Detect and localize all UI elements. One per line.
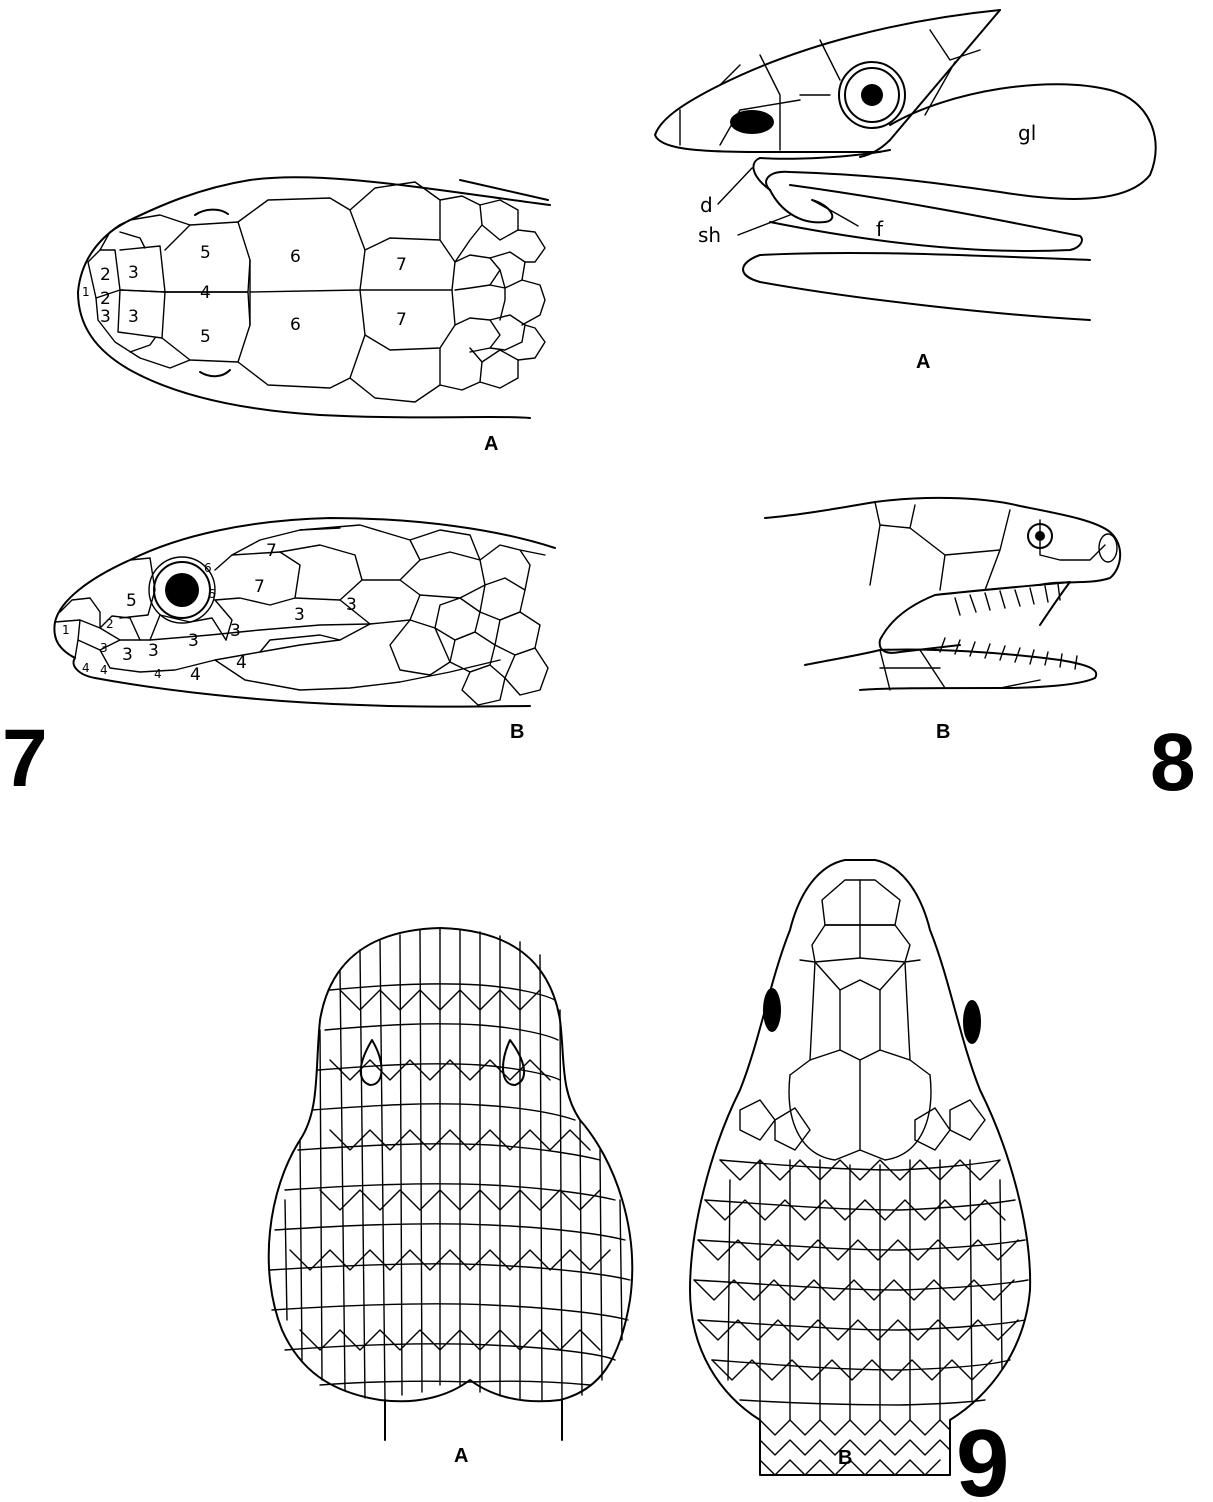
fig7b-num-3e: 3 bbox=[230, 621, 241, 641]
fig7a-num-6a: 6 bbox=[290, 247, 301, 267]
fig8a-label: A bbox=[916, 351, 930, 373]
fig7a-label: A bbox=[484, 433, 498, 455]
fig8a-label-gl: gl bbox=[1018, 121, 1036, 145]
fig7a-num-2b: 2 bbox=[100, 289, 111, 309]
fig7b-num-3c: 3 bbox=[148, 641, 159, 661]
fig7b-num-4e: 4 bbox=[236, 653, 247, 673]
fig7b-num-7a: 7 bbox=[266, 541, 277, 561]
fig7b-num-7b: 7 bbox=[254, 577, 265, 597]
fig7a-num-5a: 5 bbox=[200, 243, 211, 263]
fig7b-num-3b: 3 bbox=[122, 645, 133, 665]
fig8a-label-f: f bbox=[876, 217, 884, 241]
fig7a-num-4: 4 bbox=[200, 283, 211, 303]
fig9a-head-small-scales bbox=[269, 928, 633, 1440]
fig8a-venom-apparatus bbox=[655, 10, 1156, 320]
fig8a-annotations: gl d sh f bbox=[698, 121, 1036, 247]
fig7a-num-7b: 7 bbox=[396, 310, 407, 330]
fig7b-num-1: 1 bbox=[62, 623, 70, 637]
fig7a-num-3c: 3 bbox=[100, 307, 111, 327]
fig7a-num-1: 1 bbox=[82, 285, 90, 299]
fig7b-num-6a: 6 bbox=[204, 561, 212, 575]
fig7b-num-3g: 3 bbox=[346, 595, 357, 615]
fig7-number: 7 bbox=[2, 713, 48, 804]
fig7b-num-4d: 4 bbox=[190, 665, 201, 685]
fig7b-num-4b: 4 bbox=[100, 663, 108, 677]
fig8b-head-teeth bbox=[765, 498, 1120, 690]
fig7a-dorsal-head bbox=[78, 177, 550, 418]
fig7a-num-7a: 7 bbox=[396, 255, 407, 275]
fig7b-num-4a: 4 bbox=[82, 661, 90, 675]
fig9a-label: A bbox=[454, 1445, 468, 1467]
fig7b-num-4c: 4 bbox=[154, 667, 162, 681]
fig7a-num-3b: 3 bbox=[128, 307, 139, 327]
fig7b-label: B bbox=[510, 721, 524, 743]
fig8b-label: B bbox=[936, 721, 950, 743]
fig7b-num-3f: 3 bbox=[294, 605, 305, 625]
fig7a-scale-numbers: 1 2 2 3 3 3 4 5 5 6 6 7 7 bbox=[82, 243, 407, 347]
fig9b-head-large-shields bbox=[690, 860, 1030, 1475]
fig7a-num-5b: 5 bbox=[200, 327, 211, 347]
fig8a-label-sh: sh bbox=[698, 223, 721, 247]
fig8-number: 8 bbox=[1150, 717, 1196, 808]
fig7b-num-3d: 3 bbox=[188, 631, 199, 651]
fig8a-label-d: d bbox=[700, 193, 713, 217]
fig7a-num-3a: 3 bbox=[128, 263, 139, 283]
fig7b-scale-numbers: 1 2 3 3 3 3 3 3 3 4 4 4 4 4 5 6 6 7 7 bbox=[62, 541, 357, 685]
fig7a-num-6b: 6 bbox=[290, 315, 301, 335]
fig9b-label: B bbox=[838, 1447, 852, 1469]
fig7b-num-3a: 3 bbox=[100, 641, 108, 655]
fig9a-scale-texture bbox=[270, 928, 630, 1400]
fig9-number: 9 bbox=[956, 1410, 1009, 1502]
fig7a-num-2a: 2 bbox=[100, 265, 111, 285]
fig7b-num-5: 5 bbox=[126, 591, 137, 611]
fig7b-num-6b: 6 bbox=[208, 587, 216, 601]
fig8a-leader-d bbox=[718, 168, 752, 204]
fig7b-num-2: 2 bbox=[106, 617, 114, 631]
